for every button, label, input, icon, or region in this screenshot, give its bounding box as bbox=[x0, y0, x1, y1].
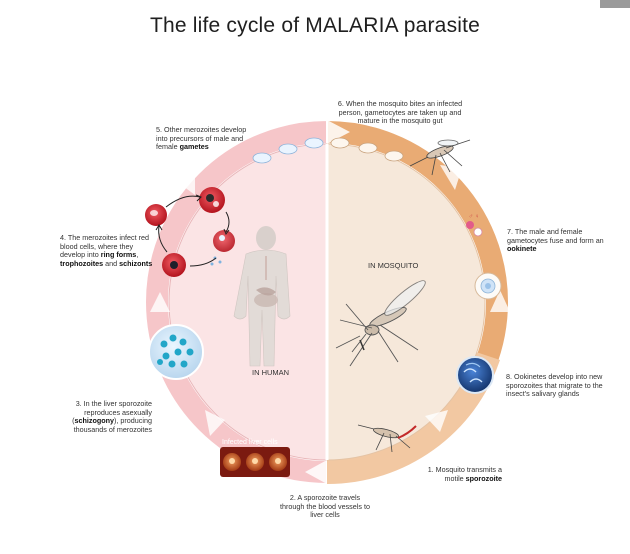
ring-arrow-right-top bbox=[440, 165, 462, 190]
mosquito-top-icon bbox=[409, 139, 471, 176]
ring-arrow-left bbox=[150, 292, 170, 312]
mosquito-bite-icon bbox=[357, 424, 417, 453]
rbc-cycle-arrows bbox=[155, 194, 230, 267]
ring-arrow-right bbox=[490, 290, 510, 312]
ring-arrow-left-top bbox=[175, 172, 195, 195]
ring-arrow-bottom bbox=[305, 460, 327, 484]
human-body-icon bbox=[233, 226, 291, 367]
gametocyte-fusion-icon: ♂ ♀ bbox=[466, 214, 483, 237]
ring-arrow-left-bottom bbox=[205, 410, 225, 436]
window-corner-tab bbox=[600, 0, 630, 8]
zone-label-mosquito: IN MOSQUITO bbox=[368, 261, 418, 270]
oocyst-sporozoites-icon bbox=[456, 356, 494, 394]
svg-text:♂ ♀: ♂ ♀ bbox=[469, 214, 480, 220]
infected-liver-cells-group bbox=[220, 447, 290, 477]
gametocytes-group bbox=[252, 137, 404, 164]
step-4-note: 4. The merozoites infect red blood cells… bbox=[60, 233, 153, 268]
red-blood-cells-group bbox=[145, 187, 235, 277]
merozoites-cell-icon bbox=[148, 324, 204, 380]
step-3-note: 3. In the liver sporozoite reproduces as… bbox=[72, 399, 152, 434]
zone-label-human: IN HUMAN bbox=[252, 368, 289, 377]
ring-arrow-top bbox=[327, 120, 350, 144]
step-2-note: 2. A sporozoite travels through the bloo… bbox=[280, 493, 370, 520]
diagram-title: The life cycle of MALARIA parasite bbox=[149, 14, 481, 37]
step-8-note: 8. Ookinetes develop into new sporozoite… bbox=[506, 372, 603, 399]
step-5-note: 5. Other merozoites develop into precurs… bbox=[156, 125, 247, 152]
ookinete-icon bbox=[474, 272, 502, 300]
mosquito-center-icon bbox=[335, 280, 426, 367]
step-7-note: 7. The male and female gametocytes fuse … bbox=[507, 227, 604, 254]
step-6-note: 6. When the mosquito bites an infected p… bbox=[337, 99, 463, 126]
infected-liver-cells-label: Infected liver cells bbox=[222, 439, 278, 446]
inner-human-area bbox=[168, 143, 328, 461]
step-1-note: 1. Mosquito transmits a motile sporozoit… bbox=[427, 465, 502, 483]
ring-arrow-bottom-right bbox=[425, 410, 448, 432]
